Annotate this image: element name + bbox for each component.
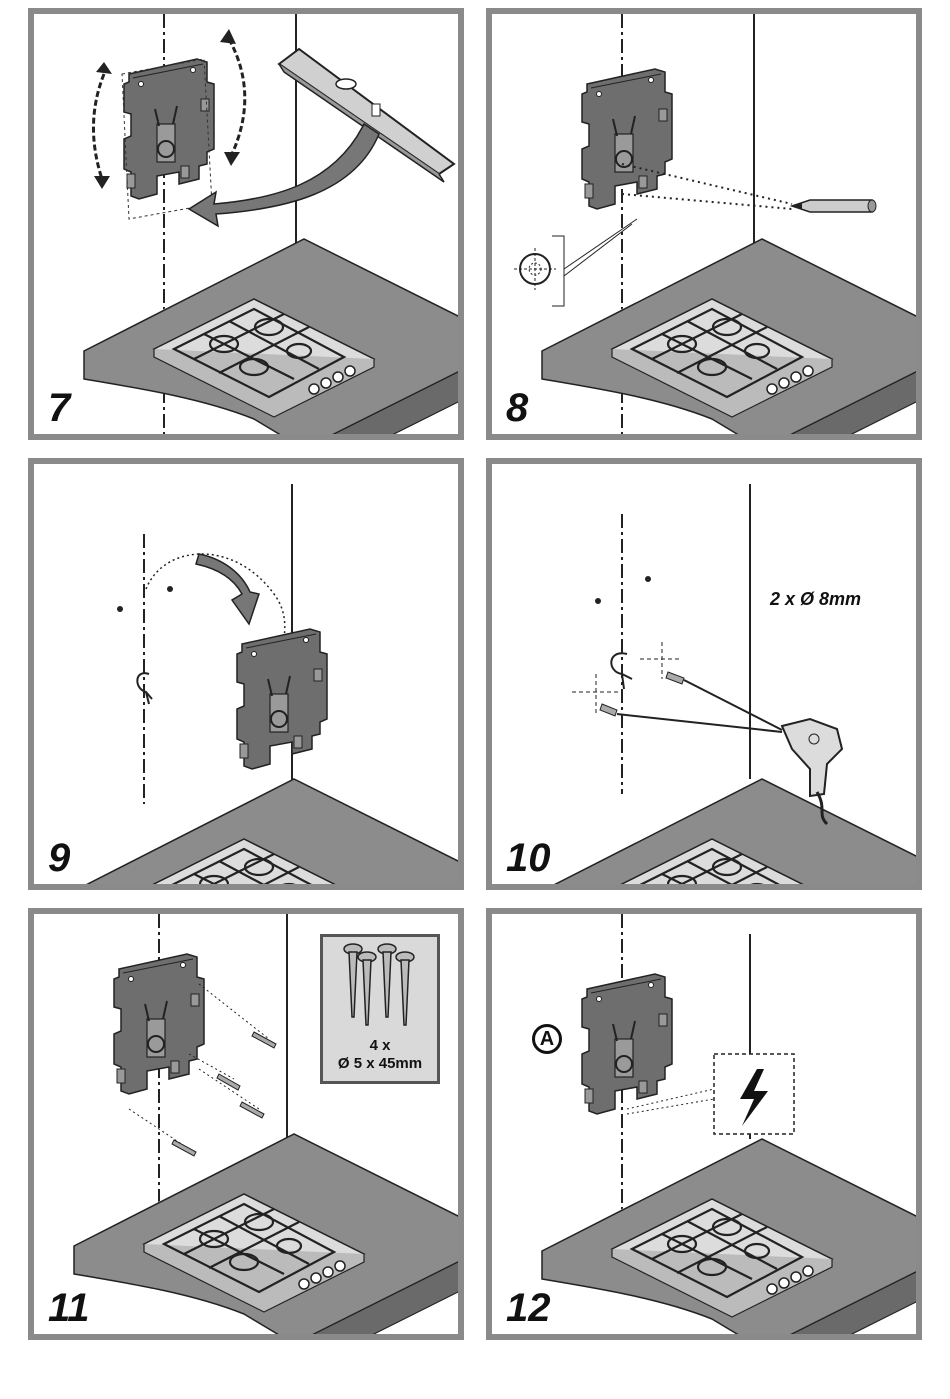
curved-arrow-icon	[189, 124, 379, 226]
gas-hob-icon	[74, 779, 458, 884]
screw-quantity: 4 x	[323, 1037, 437, 1054]
step-panel-7: 7	[28, 8, 464, 440]
step-number: 9	[48, 838, 70, 878]
gas-hob-icon	[84, 239, 458, 434]
gas-hob-icon	[542, 1139, 916, 1334]
step-number: 12	[506, 1288, 551, 1328]
pencil-icon	[792, 200, 876, 212]
step-panel-9: 9	[28, 458, 464, 890]
screw-icon	[344, 944, 414, 1025]
gas-hob-icon	[74, 1134, 458, 1334]
step-number: 10	[506, 838, 551, 878]
curved-arrow-icon	[196, 554, 259, 624]
wall-plug-icon	[600, 672, 684, 716]
mounting-bracket-icon	[582, 69, 672, 209]
mounting-bracket-icon	[124, 59, 214, 199]
drill-spec-label: 2 x Ø 8mm	[770, 589, 861, 610]
marker-a: A	[532, 1024, 562, 1054]
step-number: 11	[48, 1288, 90, 1328]
step-number: 8	[506, 388, 528, 428]
spirit-level-icon	[279, 49, 454, 182]
drill-mark-icon	[514, 219, 637, 306]
gas-hob-icon	[542, 779, 916, 884]
step-panel-12: A 12	[486, 908, 922, 1340]
mounting-bracket-icon	[582, 974, 672, 1114]
gas-hob-icon	[542, 239, 916, 434]
step-panel-8: 8	[486, 8, 922, 440]
screw-size: Ø 5 x 45mm	[323, 1055, 437, 1072]
mounting-bracket-icon	[237, 629, 327, 769]
step-panel-10: 2 x Ø 8mm 10	[486, 458, 922, 890]
step-number: 7	[48, 388, 70, 428]
screw-spec-box: 4 x Ø 5 x 45mm	[320, 934, 440, 1084]
step-panel-11: 4 x Ø 5 x 45mm 11	[28, 908, 464, 1340]
